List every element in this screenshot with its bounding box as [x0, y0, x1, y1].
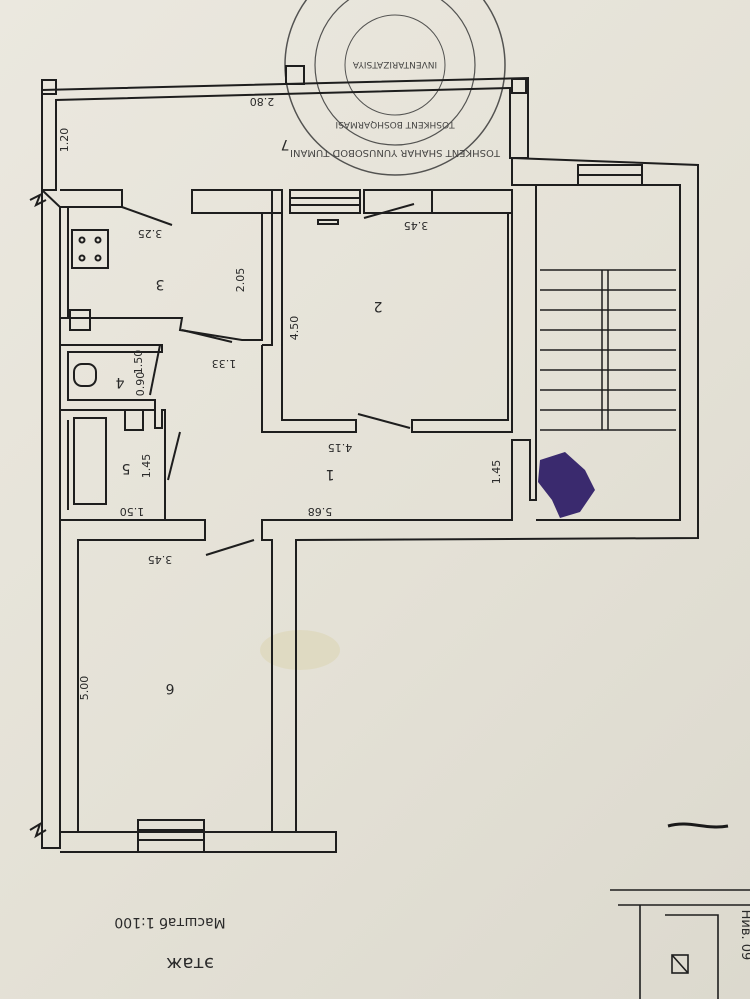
- balcony-post: [511, 78, 527, 94]
- official-stamp: TOSHKENT SHAHAR YUNUSOBOD TUMANI TOSHKEN…: [284, 0, 506, 176]
- room-number: 2: [374, 298, 383, 314]
- dimension-label: 3.25: [138, 227, 163, 240]
- dimension-label: 0.90: [134, 372, 147, 397]
- exterior-wall-north: [191, 189, 273, 214]
- dimension-label: 4.50: [288, 316, 301, 341]
- stamp-outer-text: TOSHKENT SHAHAR YUNUSOBOD TUMANI: [290, 147, 501, 158]
- stamp-inner-text: TOSHKENT BOSHQARMASI: [335, 119, 455, 129]
- door-swing: [149, 344, 161, 396]
- sink-icon: [69, 309, 91, 331]
- room2-wall: [411, 212, 513, 433]
- room5-wall: [60, 409, 166, 521]
- dimension-label: 3.45: [148, 553, 173, 566]
- paper-stain: [260, 630, 340, 670]
- room-number: 6: [165, 680, 174, 696]
- balcony-post: [285, 65, 305, 85]
- room4-wall: [60, 344, 163, 411]
- dimension-label: 5.68: [308, 505, 333, 518]
- room-number: 4: [115, 374, 124, 390]
- dimension-label: 1.45: [140, 454, 153, 479]
- room-number: 5: [122, 460, 131, 476]
- dimension-label: 1.20: [58, 128, 71, 153]
- exterior-wall-north: [432, 189, 513, 214]
- balcony-post: [41, 79, 57, 95]
- exterior-wall-north: [363, 189, 433, 214]
- dimension-label: 5.00: [78, 676, 91, 701]
- staircase: [540, 269, 676, 431]
- dimension-label: 1.50: [120, 505, 145, 518]
- room-number: 1: [326, 466, 335, 482]
- dimension-label: 1.50: [132, 350, 145, 375]
- exterior-wall-north: [272, 189, 283, 214]
- stove-icon: [71, 229, 109, 269]
- room3-wall: [60, 212, 273, 346]
- dimension-label: 1.45: [490, 460, 503, 485]
- bathtub-icon: [73, 417, 107, 505]
- adjacent-unit-sketch: [610, 889, 750, 999]
- door-swing: [363, 203, 415, 219]
- dimension-label: 2.80: [250, 95, 275, 108]
- dimension-label: 2.05: [234, 268, 247, 293]
- ink-blot: [538, 452, 595, 518]
- exterior-wall-north: [60, 189, 123, 208]
- dimension-label: 4.15: [328, 441, 353, 454]
- toilet-icon: [73, 363, 97, 387]
- corner-note: Нив. 09: [738, 910, 750, 961]
- room6-wall: [204, 831, 337, 853]
- room6-wall: [60, 831, 139, 853]
- corridor-wall: [77, 519, 272, 833]
- window: [289, 189, 361, 214]
- pen-scribble: [667, 822, 729, 829]
- break-mark: [29, 192, 47, 208]
- washbasin-icon: [124, 409, 144, 431]
- door-swing: [121, 206, 173, 226]
- floor-caption: этаж: [166, 953, 214, 974]
- scale-caption: Масштаб 1:100: [114, 914, 225, 930]
- balcony-wall: [41, 76, 529, 191]
- exterior-wall-west: [41, 187, 61, 849]
- room-number: 3: [156, 276, 165, 292]
- door-swing: [167, 431, 181, 481]
- room-number: 7: [281, 136, 290, 152]
- room2-wall: [261, 213, 357, 433]
- stamp-center-text: INVENTARIZATSIYA: [352, 59, 437, 69]
- room6-window: [137, 819, 205, 853]
- dimension-labels: 2.80 1.20 3.25 2.05 3.45 4.50 1.33 1.50 …: [58, 95, 503, 700]
- dimension-label: 1.33: [212, 357, 237, 370]
- dimension-label: 3.45: [404, 219, 429, 232]
- break-mark: [29, 821, 47, 839]
- room-labels: 7 3 2 4 5 1 6: [115, 136, 382, 696]
- door-swing: [205, 539, 255, 556]
- walls: [29, 65, 699, 853]
- door-swing: [181, 329, 233, 343]
- stairwell-wall: [261, 156, 699, 833]
- door-swing: [357, 413, 411, 429]
